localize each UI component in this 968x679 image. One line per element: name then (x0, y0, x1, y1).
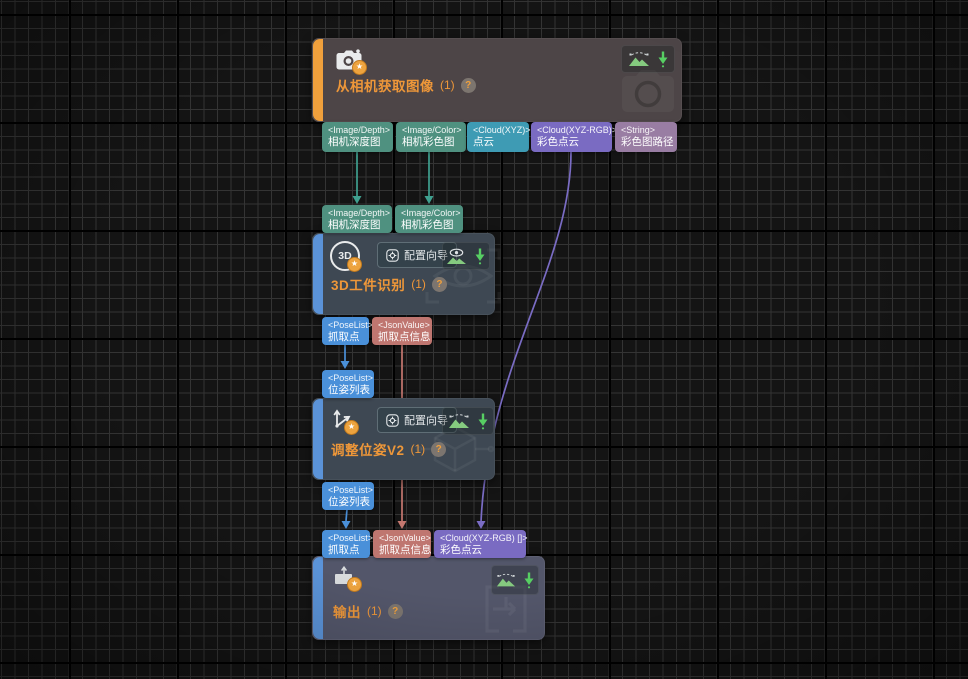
star-badge-icon: ★ (344, 420, 359, 435)
port-label: 位姿列表 (328, 384, 370, 396)
port-type: <Image/Color> (401, 208, 461, 218)
port-type: <JsonValue> (379, 533, 431, 543)
port-label: 点云 (473, 136, 494, 148)
port-type: <Image/Depth> (328, 125, 391, 135)
port-in-grasp-info[interactable]: <JsonValue> 抓取点信息 (373, 530, 432, 558)
edge-arrowhead (424, 196, 434, 204)
help-badge[interactable]: ? (460, 77, 476, 93)
port-label: 相机深度图 (328, 219, 381, 231)
edge-adjusted-poses[interactable] (345, 508, 348, 522)
node-title: 调整位姿V2 (331, 443, 405, 458)
port-label: 相机深度图 (328, 136, 381, 148)
port-type: <PoseList> (328, 533, 374, 543)
port-label: 彩色图路径 (621, 136, 674, 148)
port-label: 彩色点云 (537, 136, 579, 148)
visualization-landscape-icon[interactable] (628, 51, 650, 67)
port-out-camera-depth[interactable]: <Image/Depth> 相机深度图 (322, 122, 393, 152)
star-badge-icon: ★ (347, 257, 362, 272)
node-toolbar (442, 242, 490, 270)
node-get-image-from-camera[interactable]: ★ 从相机获取图像 (1) ? (312, 38, 682, 122)
camera-icon: ★ (335, 48, 367, 77)
port-label: 抓取点信息 (378, 331, 431, 343)
edge-arrowhead (397, 521, 407, 529)
download-output-icon[interactable] (523, 571, 535, 589)
node-title: 输出 (333, 605, 361, 620)
port-label: 相机彩色图 (401, 219, 454, 231)
port-out-color-image-path[interactable]: <String> 彩色图路径 (615, 122, 677, 152)
port-in-camera-depth[interactable]: <Image/Depth> 相机深度图 (322, 205, 392, 233)
download-output-icon[interactable] (477, 412, 489, 430)
port-out-camera-color[interactable]: <Image/Color> 相机彩色图 (396, 122, 466, 152)
config-wizard-label: 配置向导 (404, 415, 448, 427)
port-label: 彩色点云 (440, 544, 482, 556)
port-type: <PoseList> (328, 373, 374, 383)
config-wizard-label: 配置向导 (404, 250, 448, 262)
node-adjust-poses-v2[interactable]: ★ 配置向导 (312, 398, 495, 480)
port-type: <Cloud(XYZ-RGB) []> (440, 533, 528, 543)
node-instance-count: (1) (440, 78, 455, 92)
port-type: <Cloud(XYZ-RGB)> (537, 125, 618, 135)
port-type: <Cloud(XYZ)> (473, 125, 531, 135)
config-wizard-button[interactable]: 配置向导 (377, 407, 457, 433)
node-toolbar (621, 45, 675, 73)
edge-arrowhead (352, 196, 362, 204)
camera-watermark-icon (622, 70, 674, 112)
port-type: <PoseList> (328, 485, 374, 495)
port-in-camera-color[interactable]: <Image/Color> 相机彩色图 (395, 205, 463, 233)
star-badge-icon: ★ (352, 60, 367, 75)
port-out-grasp-points[interactable]: <PoseList> 抓取点 (322, 317, 374, 345)
3d-recognition-icon: 3D ★ (330, 241, 362, 272)
port-label: 位姿列表 (328, 496, 370, 508)
port-label: 抓取点 (328, 544, 360, 556)
port-in-pose-list[interactable]: <PoseList> 位姿列表 (322, 370, 374, 398)
node-accent-bar (313, 39, 323, 121)
node-accent-bar (313, 234, 323, 314)
visualization-eye-icon[interactable] (446, 248, 467, 265)
port-out-pose-list[interactable]: <PoseList> 位姿列表 (322, 482, 374, 510)
edge-arrowhead (341, 521, 351, 529)
help-badge[interactable]: ? (387, 603, 403, 619)
node-3d-workpiece-recognition[interactable]: 3D ★ 配置向导 (312, 233, 501, 315)
node-toolbar (442, 407, 494, 435)
node-instance-count: (1) (410, 442, 426, 456)
download-output-icon[interactable] (474, 247, 486, 265)
config-wizard-button[interactable]: 配置向导 (377, 242, 457, 268)
port-label: 抓取点 (328, 331, 360, 343)
node-instance-count: (1) (411, 277, 426, 291)
help-badge[interactable]: ? (431, 276, 447, 292)
port-label: 相机彩色图 (402, 136, 455, 148)
adjust-pose-axes-icon: ★ (331, 407, 359, 436)
node-toolbar (491, 565, 539, 595)
node-title: 从相机获取图像 (336, 79, 434, 94)
edge-arrowhead (340, 361, 350, 369)
port-in-grasp-points[interactable]: <PoseList> 抓取点 (322, 530, 374, 558)
node-instance-count: (1) (367, 604, 382, 618)
output-icon: ★ (333, 565, 362, 594)
node-output[interactable]: ★ 输出 (1) ? (312, 556, 545, 640)
visualization-landscape-icon[interactable] (448, 413, 470, 429)
port-type: <Image/Depth> (328, 208, 391, 218)
visualization-landscape-icon[interactable] (496, 572, 516, 588)
help-badge[interactable]: ? (431, 441, 447, 457)
gear-icon (386, 413, 399, 427)
port-out-point-cloud[interactable]: <Cloud(XYZ)> 点云 (467, 122, 531, 152)
port-type: <String> (621, 125, 656, 135)
star-badge-icon: ★ (347, 577, 362, 592)
port-in-color-cloud[interactable]: <Cloud(XYZ-RGB) []> 彩色点云 (434, 530, 528, 558)
download-output-icon[interactable] (657, 50, 669, 68)
port-type: <PoseList> (328, 320, 374, 330)
edge-arrowhead (476, 521, 486, 529)
port-out-grasp-info[interactable]: <JsonValue> 抓取点信息 (372, 317, 432, 345)
node-accent-bar (313, 557, 323, 639)
port-label: 抓取点信息 (379, 544, 432, 556)
port-type: <Image/Color> (402, 125, 462, 135)
gear-icon (386, 248, 399, 262)
port-type: <JsonValue> (378, 320, 430, 330)
node-accent-bar (313, 399, 323, 479)
node-title: 3D工件识别 (331, 278, 406, 293)
port-out-color-cloud[interactable]: <Cloud(XYZ-RGB)> 彩色点云 (531, 122, 618, 152)
